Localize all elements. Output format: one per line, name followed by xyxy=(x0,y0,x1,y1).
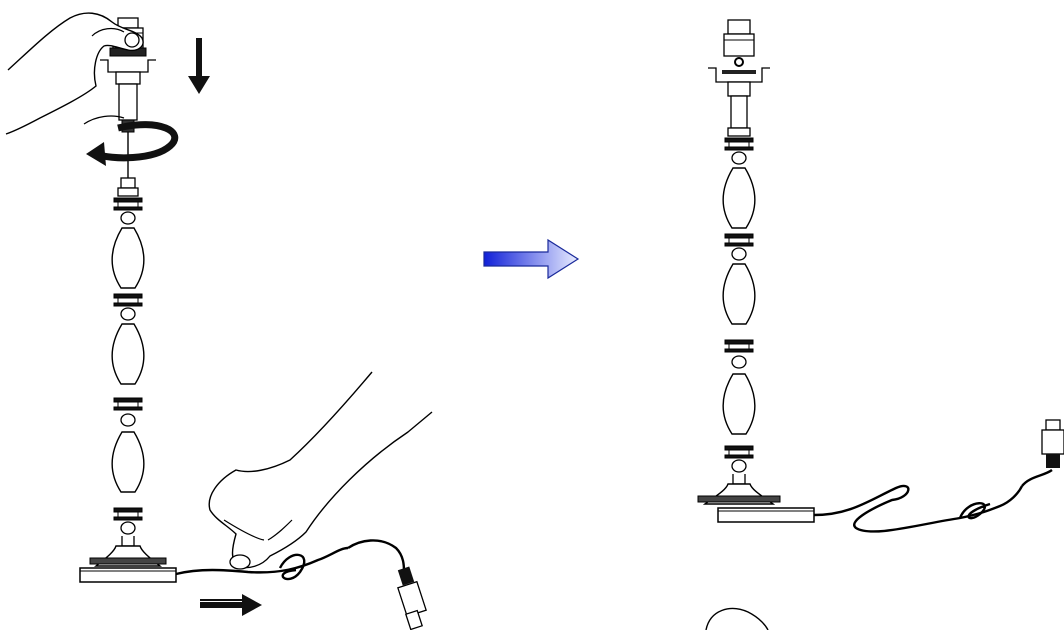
rotate-arrow-icon xyxy=(83,115,179,166)
lamp-before xyxy=(5,12,433,630)
socket-icon xyxy=(708,19,770,137)
hand-icon xyxy=(5,12,144,135)
plug-icon xyxy=(1041,419,1064,468)
right-arrow-icon xyxy=(200,594,262,616)
hand-icon xyxy=(208,371,433,569)
plug-icon xyxy=(397,566,427,630)
transition-arrow-icon xyxy=(483,238,580,280)
lamp-after xyxy=(697,19,1064,533)
partial-circle-mark xyxy=(705,607,769,630)
down-arrow-icon xyxy=(188,38,210,94)
